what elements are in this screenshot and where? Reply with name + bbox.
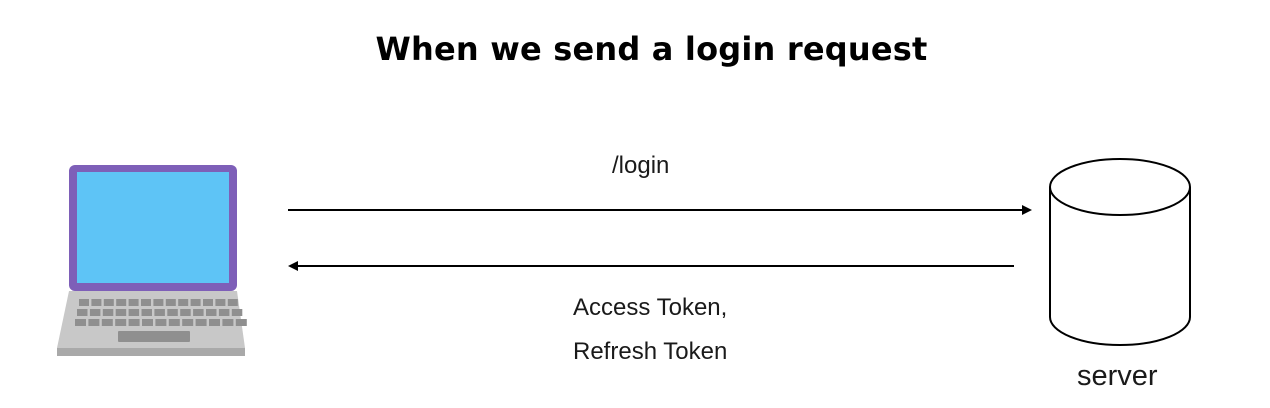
keyboard-key <box>168 319 180 326</box>
keyboard-key <box>128 309 140 316</box>
keyboard-key <box>167 309 178 316</box>
keyboard-key <box>75 319 86 326</box>
keyboard-key <box>165 299 176 306</box>
keyboard-key <box>193 309 204 316</box>
keyboard-key <box>206 309 217 316</box>
refresh-token-label: Refresh Token <box>573 338 728 365</box>
keyboard-key <box>235 319 247 326</box>
keyboard-key <box>102 309 114 316</box>
keyboard-key <box>190 299 201 306</box>
keyboard-key <box>141 299 151 306</box>
keyboard-key <box>215 299 226 306</box>
laptop-icon <box>57 165 247 356</box>
keyboard-key <box>142 319 153 326</box>
access-token-label: Access Token, <box>573 294 728 321</box>
keyboard-key <box>128 319 140 326</box>
keyboard-key <box>116 299 127 306</box>
server-label: server <box>1077 360 1158 392</box>
keyboard-key <box>88 319 100 326</box>
keyboard-key <box>91 299 102 306</box>
keyboard-key <box>128 299 139 306</box>
database-cylinder-icon <box>1049 158 1191 346</box>
keyboard-key <box>209 319 220 326</box>
keyboard-key <box>182 319 194 326</box>
keyboard-key <box>115 319 127 326</box>
keyboard-key <box>178 299 189 306</box>
keyboard-key <box>79 299 89 306</box>
keyboard-key <box>222 319 234 326</box>
diagram-title: When we send a login request <box>375 30 928 68</box>
keyboard-key <box>195 319 207 326</box>
keyboard-key <box>227 299 238 306</box>
keyboard-key <box>153 299 164 306</box>
keyboard-key <box>89 309 101 316</box>
keyboard-key <box>203 299 213 306</box>
keyboard-key <box>101 319 113 326</box>
keyboard-key <box>103 299 114 306</box>
keyboard-key <box>154 309 165 316</box>
keyboard-key <box>77 309 88 316</box>
keyboard-key <box>141 309 152 316</box>
keyboard-key <box>115 309 127 316</box>
keyboard-key <box>155 319 167 326</box>
keyboard-key <box>180 309 191 316</box>
login-request-label: /login <box>612 152 670 179</box>
keyboard-key <box>218 309 230 316</box>
token-response-label: Access Token, Refresh Token <box>573 286 727 374</box>
keyboard-key <box>231 309 243 316</box>
